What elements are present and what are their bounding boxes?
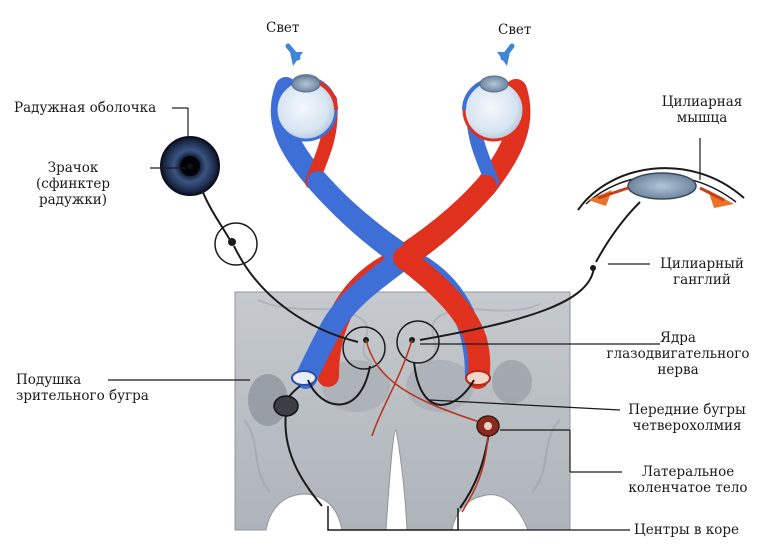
label-ciliary-muscle-line2: мышца: [676, 110, 728, 126]
label-light-left: Свет: [266, 20, 300, 36]
label-pupil-line1: Зрачок: [47, 160, 99, 176]
label-lgn-line2: коленчатое тело: [628, 480, 748, 496]
label-ciliary-muscle: Цилиарная мышца: [654, 94, 750, 126]
label-superior-colliculi-line1: Передние бугры: [628, 402, 746, 418]
light-arrow-left: [285, 43, 303, 66]
label-cortex: Центры в коре: [634, 522, 739, 538]
label-oculomotor-line1: Ядра: [660, 330, 696, 346]
red-fibers: [365, 339, 489, 513]
label-ciliary-ganglion-line1: Цилиарный: [660, 256, 744, 272]
left-tract-end: [291, 370, 317, 386]
label-pupil-line2: (сфинктер: [36, 176, 110, 192]
ciliary-muscle-illustration: [577, 167, 745, 211]
right-cornea: [479, 75, 509, 93]
lgn-left: [273, 395, 299, 417]
label-superior-colliculi: Передние бугры четверохолмия: [620, 402, 754, 434]
pupil-marker: [187, 163, 193, 169]
cortex-bracket: [327, 506, 459, 531]
label-lgn-line1: Латеральное: [641, 464, 735, 480]
label-pupil-line3: радужки): [38, 192, 108, 208]
label-iris: Радужная оболочка: [14, 100, 157, 116]
label-ciliary-ganglion: Цилиарный ганглий: [650, 256, 754, 288]
oculomotor-nucleus-left: [342, 326, 386, 370]
leader-lines: [108, 107, 701, 531]
label-oculomotor-line3: нерва: [657, 362, 699, 378]
ciliary-ganglion-left: [214, 222, 258, 266]
label-ciliary-ganglion-line2: ганглий: [673, 272, 731, 288]
label-lgn: Латеральное коленчатое тело: [622, 464, 754, 496]
label-oculomotor-line2: глазодвигательного: [606, 346, 750, 362]
label-pulvinar-line2: зрительного бугра: [16, 388, 149, 404]
oculomotor-nucleus-right: [396, 320, 440, 364]
label-oculomotor-nuclei: Ядра глазодвигательного нерва: [596, 330, 760, 378]
label-pupil: Зрачок (сфинктер радужки): [18, 160, 128, 208]
right-tract-end: [465, 370, 491, 386]
light-arrow-right: [497, 43, 515, 66]
label-ciliary-muscle-line1: Цилиарная: [661, 94, 743, 110]
label-pulvinar: Подушка зрительного бугра: [16, 372, 149, 404]
label-light-right: Свет: [498, 22, 532, 38]
optic-chiasm: [291, 171, 497, 389]
label-pulvinar-line1: Подушка: [16, 372, 82, 388]
left-cornea: [291, 75, 321, 93]
label-superior-colliculi-line2: четверохолмия: [632, 418, 742, 434]
